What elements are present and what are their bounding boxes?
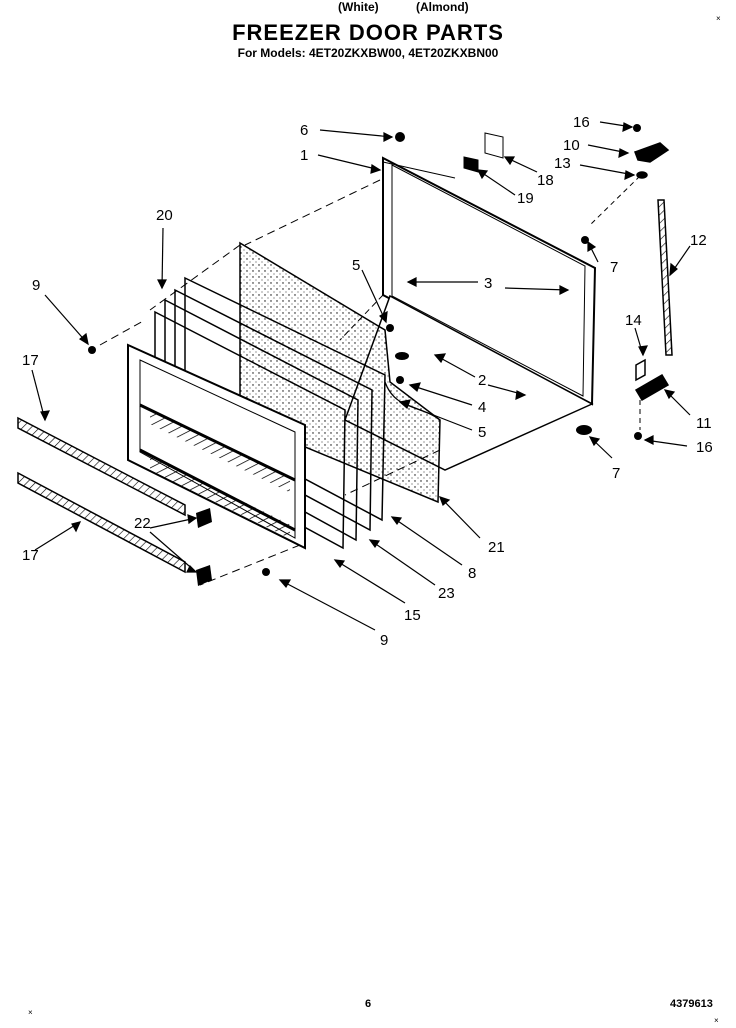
callout-label: 18 [537, 172, 554, 189]
door-shelf-bars [17, 416, 186, 574]
callout-label: 9 [32, 277, 40, 294]
fasteners [88, 124, 642, 576]
shelf-end-caps [196, 508, 212, 586]
variant-almond: (Almond) [416, 0, 469, 14]
callout-label: 22 [134, 515, 151, 532]
document-number: 4379613 [670, 998, 713, 1010]
leader-lines [31, 121, 691, 631]
door-stop [463, 132, 504, 173]
page-number: 6 [365, 998, 372, 1010]
callout-label: 16 [573, 114, 590, 131]
callout-label: 17 [22, 547, 39, 564]
callout-label: 11 [696, 415, 712, 432]
model-numbers: For Models: 4ET20ZKXBW00, 4ET20ZKXBN00 [237, 46, 499, 60]
callout-label: 23 [438, 585, 455, 602]
callout-label: 21 [488, 539, 505, 556]
page-title: FREEZER DOOR PARTS [232, 20, 504, 45]
corner-mark: × [716, 14, 721, 23]
callout-label: 19 [517, 190, 534, 207]
callout-label: 17 [22, 352, 39, 369]
callout-label: 7 [612, 465, 620, 482]
callout-label: 4 [478, 399, 486, 416]
callout-label: 7 [610, 259, 618, 276]
callout-label: 13 [554, 155, 571, 172]
callout-label: 10 [563, 137, 580, 154]
callout-label: 20 [156, 207, 173, 224]
callout-label: 5 [478, 424, 486, 441]
hinge-assembly [589, 142, 673, 430]
callout-label: 9 [380, 632, 388, 649]
callout-label: 12 [690, 232, 707, 249]
assembly-lines [99, 179, 441, 586]
callout-label: 3 [484, 275, 492, 292]
callout-label: 6 [300, 122, 308, 139]
callout-label: 14 [625, 312, 642, 329]
variant-white: (White) [338, 0, 379, 14]
callout-label: 2 [478, 372, 486, 389]
callout-label: 8 [468, 565, 476, 582]
callout-label: 1 [300, 147, 308, 164]
inner-door-liner [127, 343, 306, 550]
callout-label: 16 [696, 439, 713, 456]
callout-label: 15 [404, 607, 421, 624]
corner-mark: × [714, 1016, 719, 1025]
callout-labels: 1 2 3 4 5 5 6 7 7 8 9 9 10 11 12 13 14 1… [22, 114, 713, 649]
corner-mark: × [28, 1008, 33, 1017]
callout-label: 5 [352, 257, 360, 274]
